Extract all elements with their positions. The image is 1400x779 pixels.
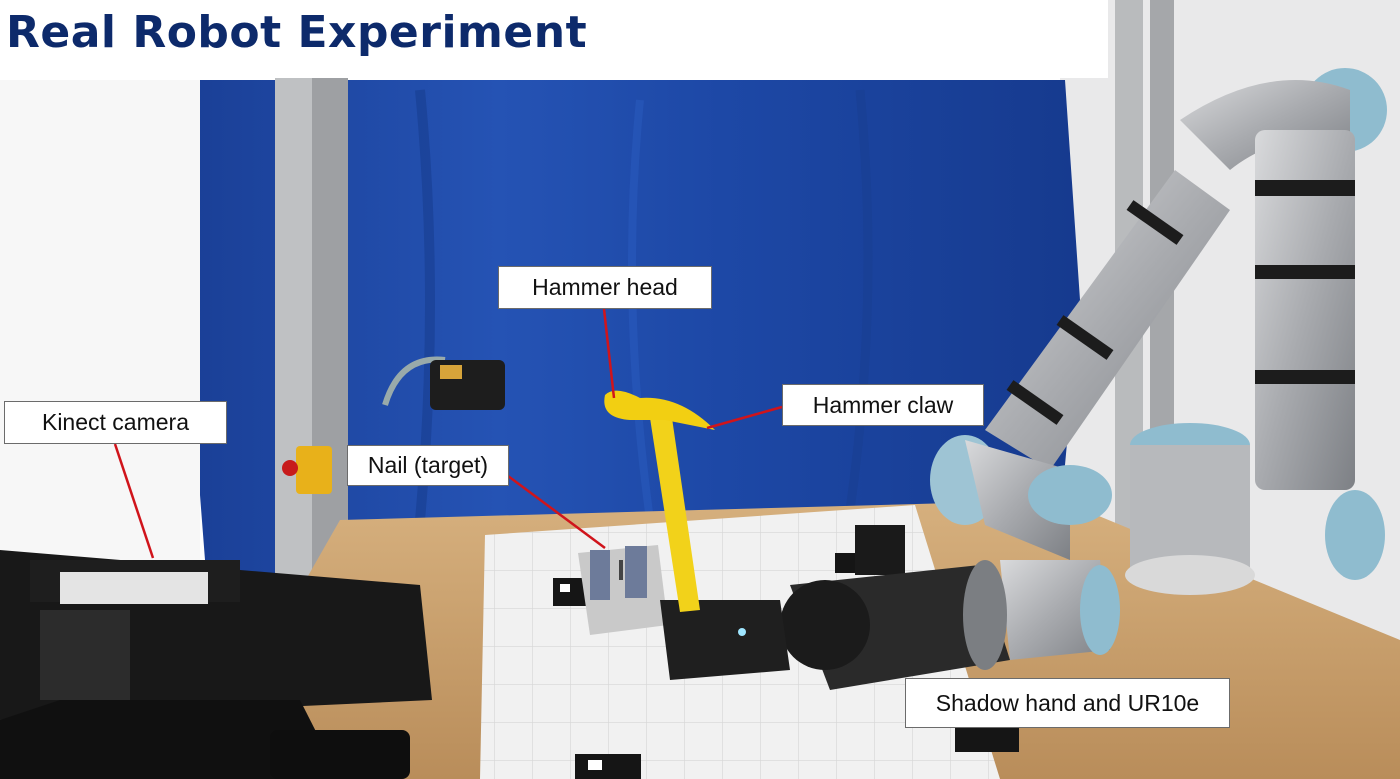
shadow-hand-label: Shadow hand and UR10e [905,678,1230,728]
nail-target-label: Nail (target) [347,445,509,486]
hammer-head-label: Hammer head [498,266,712,309]
slide-title: Real Robot Experiment [6,7,588,58]
hammer-claw-label: Hammer claw [782,384,984,426]
kinect-camera-label: Kinect camera [4,401,227,444]
title-band [0,0,1108,78]
